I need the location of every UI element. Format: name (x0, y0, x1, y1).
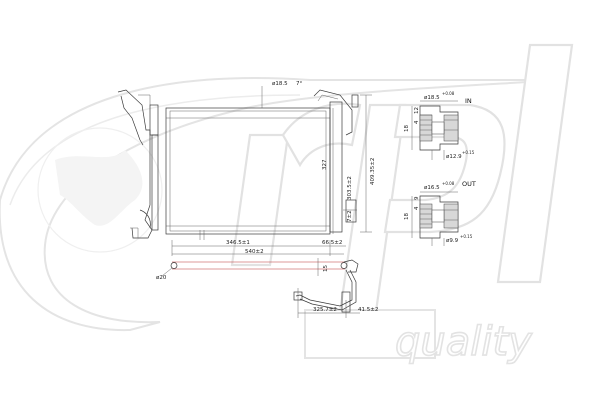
tube-diameter: ø20 (156, 275, 167, 281)
detail-out-label: OUT (462, 180, 476, 188)
core-width-partial: 346.5±1 (226, 240, 250, 246)
rpl-logo (230, 43, 574, 342)
top-pipe-diameter: ø18.5 (272, 81, 288, 87)
watermark-swoosh (0, 77, 561, 332)
in-bore-tol: +0.15 (462, 150, 475, 155)
in-outer-tol: +0.08 (442, 91, 455, 96)
out-outer-tol: +0.08 (442, 181, 455, 186)
globe-icon (37, 127, 163, 253)
bottom-length: 325.7±2 (313, 307, 337, 313)
in-bore-diameter: ø12.9 (446, 154, 462, 160)
width-total: 540±2 (245, 249, 264, 255)
detail-out: OUT ø16.5 +0.08 18 9 4 ø9.9 +0.15 (404, 180, 476, 246)
out-small-dim: 4 (414, 206, 420, 210)
detail-in: IN ø18.5 +0.08 18 12 4 ø12.9 +0.15 (404, 91, 475, 160)
out-bore-tol: +0.15 (460, 234, 473, 239)
height-outer: 409.35±2 (370, 158, 376, 185)
in-inner-depth: 12 (414, 107, 420, 114)
small-bracket-dim: 7±2 (347, 210, 353, 222)
out-inner-depth: 9 (414, 196, 420, 200)
watermark: quality (0, 43, 574, 366)
bottom-pipe-view: ø20 15 325.7±2 41.5±2 (156, 258, 378, 318)
height-total: 303.5±2 (347, 176, 353, 200)
detail-in-label: IN (465, 97, 472, 105)
bottom-offset: 41.5±2 (358, 307, 378, 313)
out-bore-diameter: ø9.9 (446, 238, 459, 244)
out-depth: 18 (404, 213, 410, 220)
watermark-text: quality (395, 319, 533, 365)
in-small-dim: 4 (414, 120, 420, 124)
top-pipe-angle: 7° (296, 81, 302, 87)
in-outer-diameter: ø18.5 (424, 95, 440, 101)
out-outer-diameter: ø16.5 (424, 185, 440, 191)
core-height: 327 (322, 159, 328, 170)
tube-gap: 15 (323, 265, 329, 272)
in-depth: 18 (404, 125, 410, 132)
condenser-front-view: ø18.5 7° 327 303.5±2 409.35±2 7±2 346.5±… (117, 81, 376, 256)
right-offset: 66.5±2 (322, 240, 342, 246)
